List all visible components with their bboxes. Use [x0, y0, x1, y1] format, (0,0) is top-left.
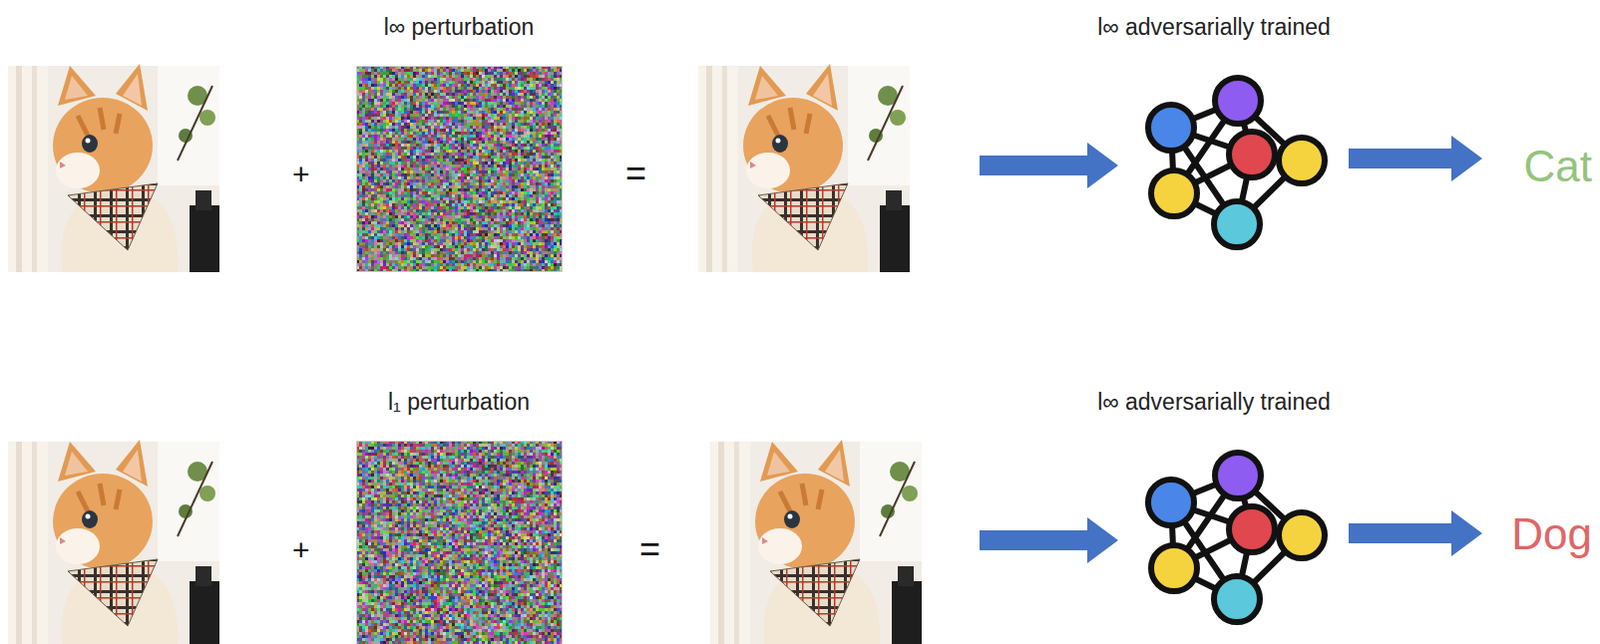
- class-output: Dog: [1511, 512, 1593, 557]
- noise-image: [356, 440, 563, 644]
- block-heading: l∞ adversarially trained: [1054, 387, 1374, 417]
- class-output: Cat: [1524, 144, 1593, 189]
- network-neuron: [1278, 137, 1325, 184]
- neural-network-icon: [1064, 387, 1384, 644]
- plus-sign: +: [292, 159, 311, 190]
- equals-sign: =: [639, 531, 661, 568]
- block-heading: l₁ perturbation: [349, 387, 569, 417]
- equals-sign: =: [625, 155, 647, 192]
- neural-network-icon: [1064, 11, 1384, 270]
- network-neuron: [1214, 452, 1261, 499]
- network-neuron: [1151, 170, 1198, 217]
- model-block: l∞ adversarially trained: [1054, 11, 1374, 270]
- noise-image: [356, 65, 563, 273]
- network-neuron: [1214, 77, 1261, 124]
- network-neuron: [1213, 201, 1260, 248]
- network-neuron: [1278, 512, 1325, 559]
- block-heading: l∞ adversarially trained: [1054, 11, 1374, 42]
- network-neuron: [1148, 104, 1195, 151]
- perturbation-block: l∞ perturbation: [349, 11, 569, 276]
- model-block: l∞ adversarially trained: [1054, 387, 1374, 644]
- network-neuron: [1228, 506, 1275, 553]
- network-neuron: [1148, 479, 1195, 526]
- network-neuron: [1228, 131, 1275, 178]
- perturbation-block: l₁ perturbation: [349, 387, 569, 644]
- block-heading: l∞ perturbation: [349, 11, 569, 42]
- network-neuron: [1151, 545, 1198, 592]
- network-neuron: [1213, 576, 1260, 623]
- plus-sign: +: [292, 535, 311, 566]
